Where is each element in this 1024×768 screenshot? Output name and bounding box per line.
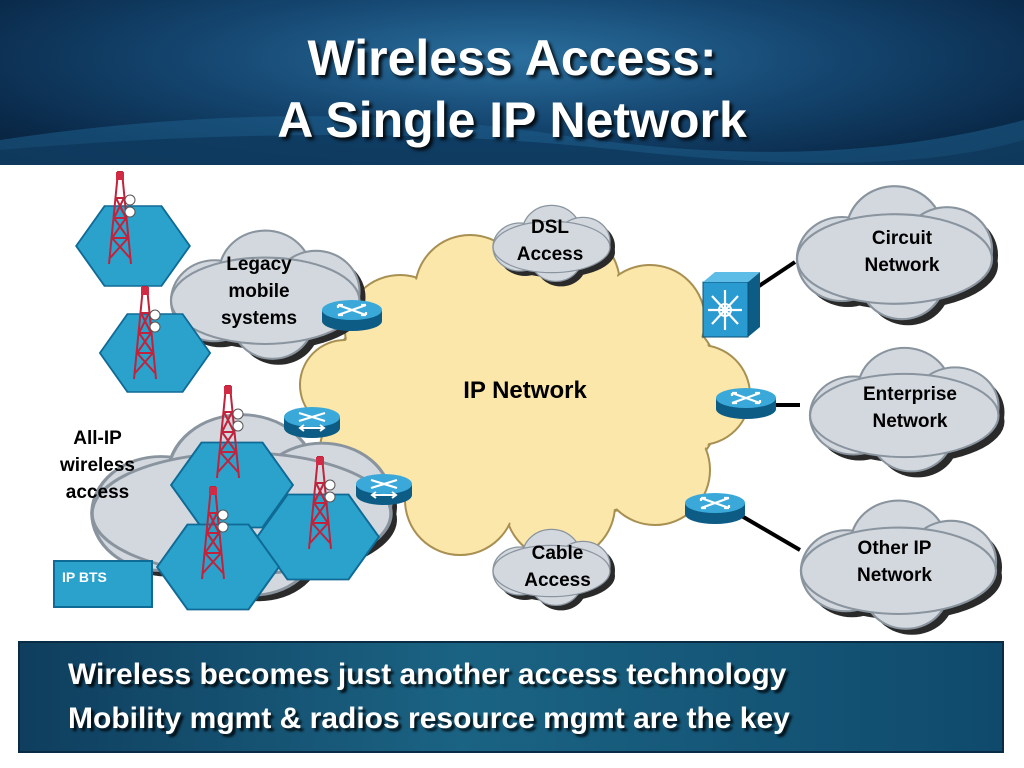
dsl-access-label-line-1: DSL	[531, 217, 569, 238]
switch-all-ip-1	[282, 405, 342, 440]
circuit-gateway	[702, 272, 760, 338]
router-enterprise	[714, 386, 778, 421]
dsl-access-label-line-2: Access	[516, 244, 584, 265]
router-other-ip	[683, 491, 747, 526]
legacy-mobile-label-line-3: systems	[220, 308, 298, 329]
router-legacy	[320, 298, 384, 333]
title-band: Wireless Access: A Single IP Network	[0, 0, 1024, 165]
ip-bts-box	[53, 560, 153, 608]
slide-title-line-1: Wireless Access:	[307, 30, 717, 86]
network-diagram	[53, 171, 1005, 635]
legacy-mobile-label-line-1: Legacy	[226, 254, 292, 275]
all-ip-wireless-label-line-1: All-IP	[73, 428, 122, 449]
footer-banner: Wireless becomes just another access tec…	[18, 641, 1004, 753]
ip-network-label: IP Network	[463, 377, 587, 404]
footer-line-1: Wireless becomes just another access tec…	[68, 658, 787, 691]
ip-bts-label: IP BTS	[62, 569, 107, 585]
legacy-mobile-label: Legacy mobile systems	[200, 251, 318, 332]
other-ip-network-label-line-1: Other IP	[857, 538, 932, 559]
circuit-network-label-line-2: Network	[864, 255, 940, 276]
legacy-mobile-label-line-2: mobile	[228, 281, 290, 302]
all-ip-wireless-label-line-3: access	[65, 482, 130, 503]
circuit-network-label-line-1: Circuit	[871, 228, 933, 249]
enterprise-network-label-line-1: Enterprise	[863, 384, 957, 405]
dsl-access-label: DSL Access	[500, 214, 600, 268]
other-ip-network-label-line-2: Network	[857, 565, 932, 586]
all-ip-wireless-label: All-IP wireless access	[40, 425, 155, 506]
legacy-cell-site-1	[75, 171, 191, 287]
enterprise-network-label-line-2: Network	[872, 411, 948, 432]
title-swoosh	[0, 116, 1024, 165]
enterprise-network-label: Enterprise Network	[845, 381, 975, 435]
slide-title-line-2: A Single IP Network	[277, 92, 747, 148]
footer-line-2: Mobility mgmt & radios resource mgmt are…	[68, 702, 790, 735]
other-ip-network-label: Other IP Network	[832, 535, 957, 589]
cable-access-label-line-2: Access	[524, 570, 591, 591]
cable-access-label-line-1: Cable	[531, 543, 584, 564]
all-ip-wireless-label-line-2: wireless	[60, 455, 135, 476]
circuit-network-label: Circuit Network	[842, 225, 962, 279]
switch-all-ip-2	[354, 472, 414, 507]
cable-access-label: Cable Access	[505, 540, 610, 594]
